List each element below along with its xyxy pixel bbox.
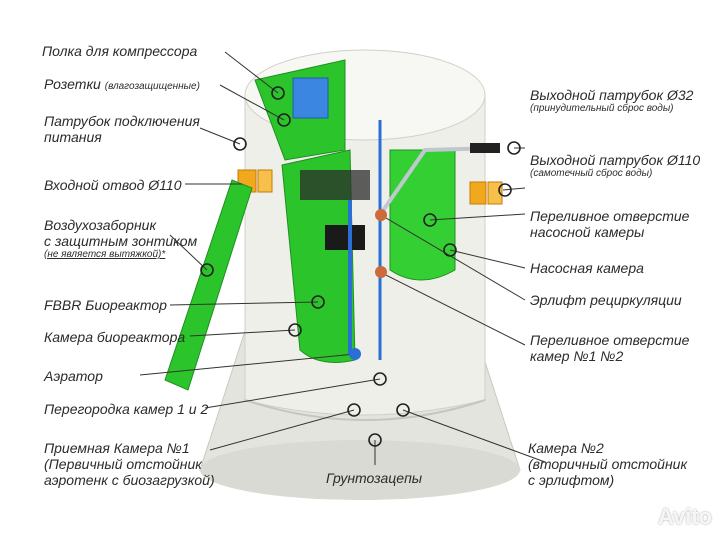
bioreactor-chamber	[281, 149, 370, 363]
label-chamber2-1: Камера №2	[528, 440, 604, 456]
label-fbbr: FBBR Биореактор	[44, 297, 167, 313]
label-inlet: Входной отвод Ø110	[44, 177, 182, 193]
label-outlet32-note: (принудительный сброс воды)	[530, 103, 674, 114]
label-overflow12-2: камер №1 №2	[530, 348, 624, 364]
callout-markers	[200, 86, 521, 447]
label-power-pipe-1: Патрубок подключения	[44, 113, 200, 129]
label-outlet32: Выходной патрубок Ø32(принудительный сбр…	[530, 87, 693, 115]
label-overflow-pump-1: Переливное отверстие	[530, 208, 690, 224]
tank-lid	[164, 179, 253, 391]
label-air-intake-2: с защитным зонтиком	[44, 233, 198, 249]
label-outlet32-main: Выходной патрубок Ø32	[530, 87, 694, 103]
label-outlet110: Выходной патрубок Ø110(самотечный сброс …	[530, 152, 700, 180]
label-sockets-note: (влагозащищенные)	[104, 81, 200, 92]
label-air-intake-note: (не является вытяжкой)*	[44, 249, 166, 260]
label-overflow-pump-2: насосной камеры	[530, 224, 645, 240]
label-ground-anchors: Грунтозацепы	[326, 470, 423, 486]
label-chamber2-3: с эрлифтом)	[528, 472, 615, 488]
pump-chamber-shape	[389, 149, 456, 281]
compressor-shelf	[254, 59, 346, 161]
label-bio-chamber: Камера биореактора	[44, 329, 186, 345]
label-airlift: Эрлифт рециркуляции	[530, 292, 682, 308]
highlight-markers	[349, 209, 387, 360]
label-air-intake-1: Воздухозаборник	[44, 217, 157, 233]
label-overflow12-1: Переливное отверстие	[530, 332, 690, 348]
label-outlet110-note: (самотечный сброс воды)	[530, 168, 653, 179]
label-outlet110-main: Выходной патрубок Ø110	[530, 152, 701, 168]
label-receiving-3: аэротенк с биозагрузкой)	[44, 472, 215, 488]
leader-lines	[139, 51, 546, 465]
label-sockets: Розетки (влагозащищенные)	[44, 76, 200, 93]
fittings	[237, 169, 503, 205]
label-power-pipe-2: питания	[44, 129, 102, 145]
label-receiving-2: (Первичный отстойник	[44, 456, 202, 472]
label-receiving-1: Приемная Камера №1	[44, 440, 190, 456]
label-shelf: Полка для компрессора	[42, 43, 198, 59]
label-chamber2-2: (вторичный отстойник	[528, 456, 688, 472]
label-partition: Перегородка камер 1 и 2	[44, 401, 209, 417]
label-aerator: Аэратор	[44, 368, 103, 384]
avito-watermark: Avito	[657, 504, 712, 529]
label-pump-chamber: Насосная камера	[530, 260, 644, 276]
label-sockets-main: Розетки	[44, 76, 101, 92]
pipes	[348, 120, 501, 360]
